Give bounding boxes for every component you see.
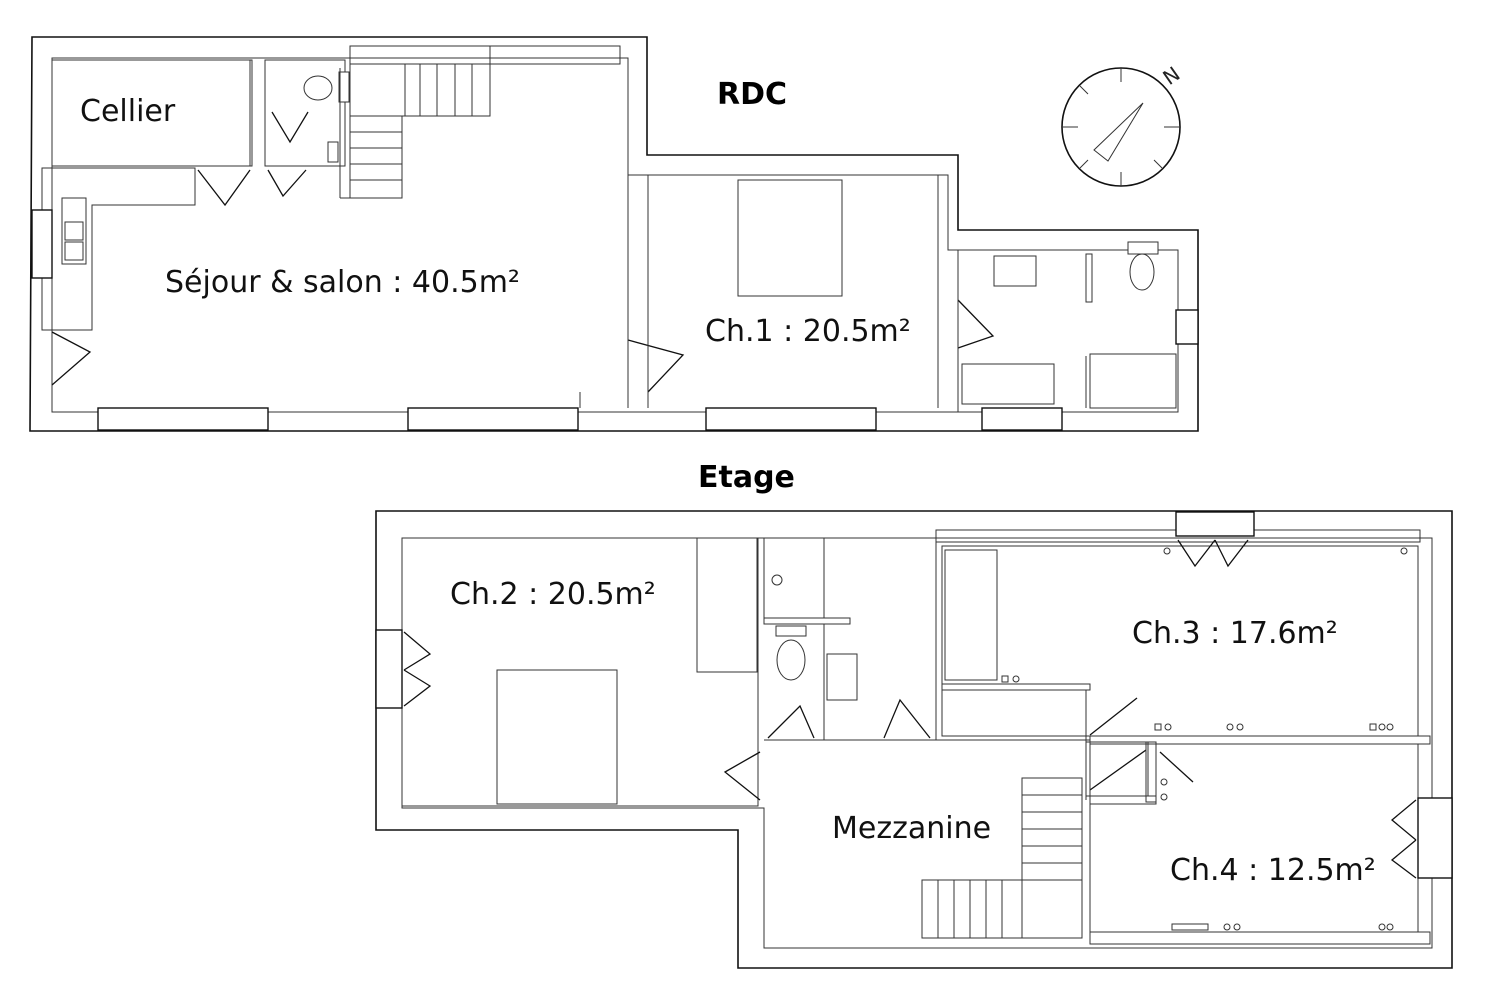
shower-icon	[1089, 353, 1177, 409]
staircase-icon	[921, 777, 1083, 939]
ground-floor-plan	[29, 36, 1199, 432]
upper-floor-title: Etage	[698, 460, 795, 495]
upper-floor-plan	[375, 510, 1453, 969]
toilet-icon	[303, 75, 333, 101]
toilet-icon	[1127, 241, 1159, 255]
window	[375, 629, 403, 709]
washbasin-icon	[993, 255, 1037, 287]
window	[1417, 797, 1453, 879]
upper-inner-wall	[401, 537, 1433, 949]
toilet-icon	[775, 625, 807, 637]
bed-icon	[496, 669, 618, 805]
bed-icon	[737, 179, 843, 297]
bathtub-icon	[961, 363, 1055, 405]
wc-room	[264, 59, 346, 167]
upper-outer-wall	[375, 510, 1453, 969]
ch2-label: Ch.2 : 20.5m²	[450, 577, 656, 612]
compass-needle	[1093, 102, 1144, 162]
window	[97, 407, 269, 431]
ground-inner-wall	[51, 57, 1179, 413]
window	[1175, 511, 1255, 537]
staircase-icon	[339, 45, 621, 199]
ch4-label: Ch.4 : 12.5m²	[1170, 853, 1376, 888]
cellier-room	[51, 59, 253, 167]
ground-outer-wall	[29, 36, 1199, 432]
ch1-label: Ch.1 : 20.5m²	[705, 314, 911, 349]
mezzanine-label: Mezzanine	[832, 811, 991, 846]
ch4-room	[1089, 743, 1419, 933]
cellier-label: Cellier	[80, 94, 176, 129]
compass-icon	[1061, 67, 1181, 187]
sejour-label: Séjour & salon : 40.5m²	[165, 265, 520, 300]
kitchen-counter	[41, 167, 196, 331]
door-icon	[51, 331, 92, 386]
ground-floor-title: RDC	[717, 77, 787, 112]
ch3-label: Ch.3 : 17.6m²	[1132, 616, 1338, 651]
